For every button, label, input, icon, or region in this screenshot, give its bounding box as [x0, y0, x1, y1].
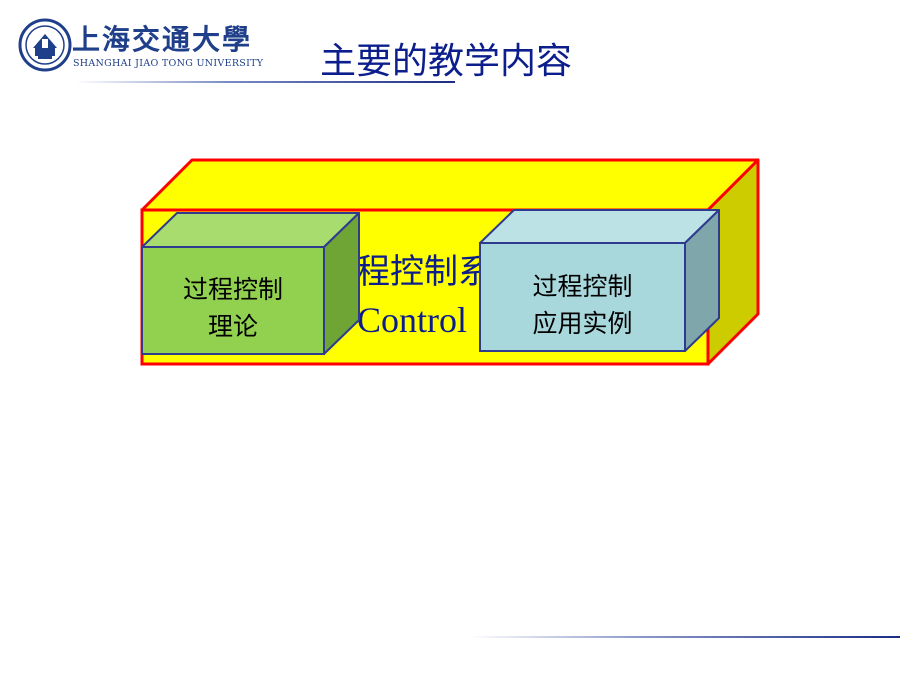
outer-box-text-en: Control	[357, 300, 467, 340]
right-box-label: 过程控制 应用实例	[480, 268, 685, 342]
outer-box-text-cn: 程控制系	[356, 252, 492, 292]
page-title: 主要的教学内容	[319, 41, 572, 82]
left-box-front	[141, 246, 325, 355]
university-seal-icon	[18, 18, 72, 72]
right-teal-box	[479, 209, 720, 352]
right-box-line-2: 应用实例	[532, 309, 633, 338]
outer-box-top	[140, 158, 760, 212]
right-box-front	[479, 242, 686, 352]
left-green-box	[141, 212, 360, 355]
title-underline	[75, 81, 455, 83]
right-box-top	[479, 209, 720, 244]
left-box-line-1: 过程控制	[182, 275, 283, 304]
left-box-line-2: 理论	[207, 312, 258, 341]
footer-rule	[470, 636, 900, 638]
left-box-top	[141, 212, 360, 248]
university-logo-english: SHANGHAI JIAO TONG UNIVERSITY	[73, 58, 264, 69]
right-box-line-1: 过程控制	[532, 272, 633, 301]
left-box-label: 过程控制 理论	[142, 271, 324, 345]
university-logo-chinese: 上海交通大學	[72, 23, 253, 56]
